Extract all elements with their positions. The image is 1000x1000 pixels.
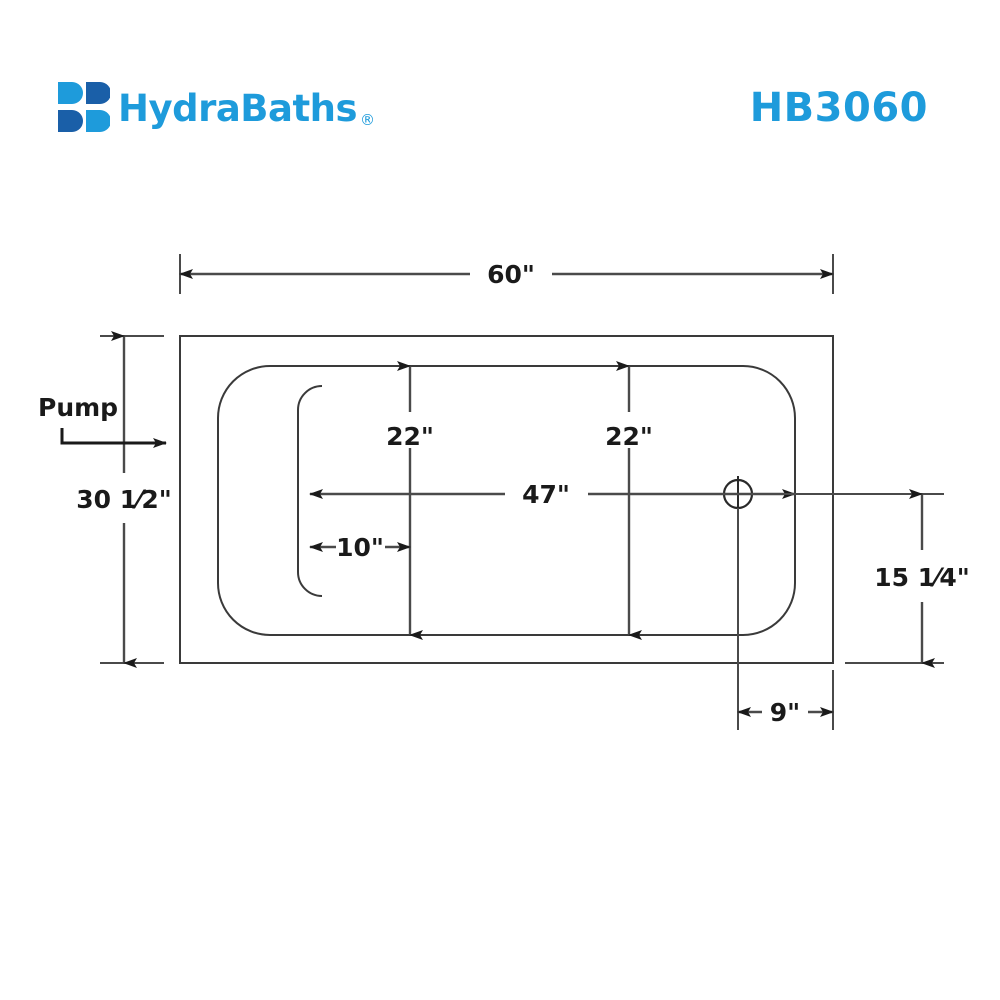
dimension-basin-depth-left: 22": [386, 361, 434, 640]
dim-label-overall-width-fraction: 1: [120, 485, 137, 514]
pump-label: Pump: [38, 393, 118, 422]
dimension-interior-length: 47": [309, 480, 796, 509]
dim-label-drain-to-end-fraction: 1: [918, 563, 935, 592]
dim-label-overall-width-unit: ": [159, 485, 172, 514]
dim-label-basin-depth-right: 22": [605, 422, 653, 451]
registered-trademark-icon: ®: [360, 111, 376, 129]
dimension-basin-depth-right: 22": [605, 361, 653, 640]
tub-outline-group: [179, 335, 834, 664]
dimension-overall-width: 30 1⁄2": [76, 331, 172, 668]
dim-label-overall-width: 30 1⁄2": [76, 485, 172, 514]
dim-label-armrest-offset: 10": [336, 533, 384, 562]
dim-label-basin-depth-left: 22": [386, 422, 434, 451]
tub-outer-rectangle: [179, 335, 834, 664]
hydrabaths-logo-icon: [58, 82, 111, 134]
dim-label-drain-to-end-whole: 15: [874, 563, 909, 592]
dim-label-drain-offset: 9": [770, 698, 800, 727]
dim-label-overall-length: 60": [487, 260, 535, 289]
annotation-pump: Pump: [38, 393, 167, 448]
dimension-drawing: 60" 30 1⁄2" Pump 22": [0, 190, 1000, 810]
model-number: HB3060: [749, 85, 928, 131]
brand-name: HydraBaths: [118, 86, 358, 130]
brand-wordmark: HydraBaths ®: [118, 84, 375, 132]
dimension-drain-to-end: 15 1⁄4": [756, 489, 970, 668]
dim-label-interior-length: 47": [522, 480, 570, 509]
dimension-overall-length: 60": [179, 254, 834, 294]
page-header: HydraBaths ® HB3060: [0, 0, 1000, 190]
dim-label-overall-width-denominator: 2: [141, 485, 158, 514]
dim-label-drain-to-end-denominator: 4: [939, 563, 956, 592]
dimension-drain-offset: 9": [737, 508, 834, 730]
dimension-armrest-offset: 10": [309, 533, 411, 562]
pump-leader-line: [60, 428, 167, 448]
armrest-ledge-curve: [297, 385, 323, 597]
dim-label-drain-to-end: 15 1⁄4": [874, 563, 970, 592]
dim-label-drain-to-end-unit: ": [957, 563, 970, 592]
dim-label-overall-width-whole: 30: [76, 485, 111, 514]
tub-basin-rounded-rect: [217, 365, 796, 636]
